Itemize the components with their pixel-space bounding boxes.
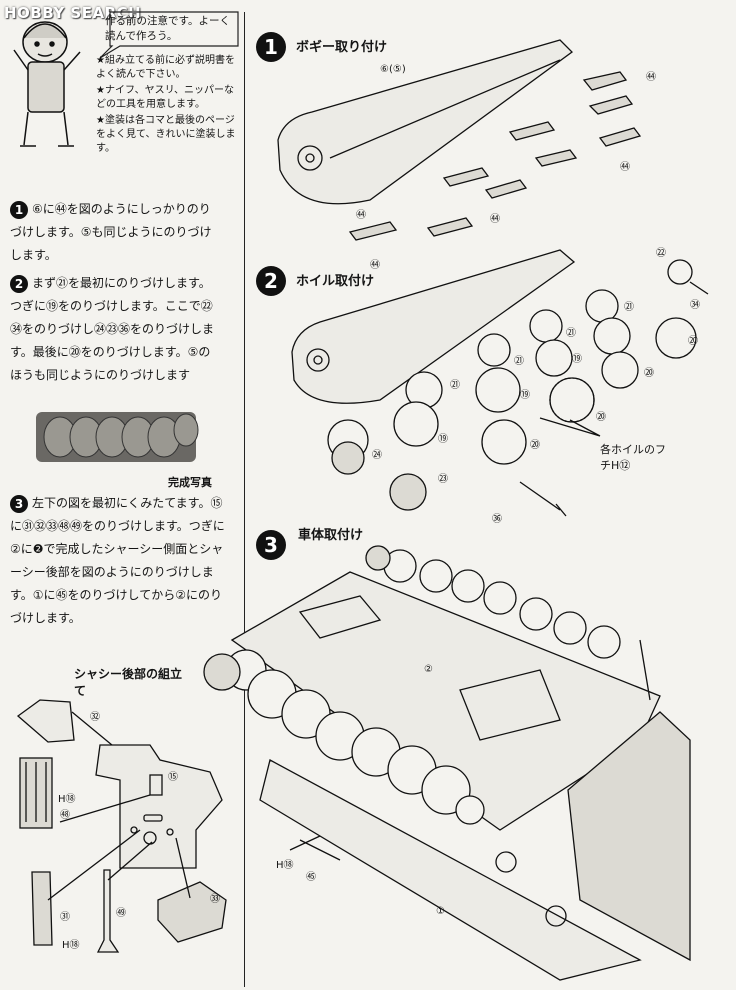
instruction-text: 左下の図を最初にくみたてます。⑮に㉛㉜㉝㊽㊾をのりづけします。つぎに②に❷で完成… <box>10 496 225 625</box>
step-2-title: ホイル取付け <box>296 274 375 289</box>
part-label: H⑱ <box>62 940 80 951</box>
step-number: 1 <box>10 200 28 219</box>
part-label: ⑥(⑤) <box>380 64 406 75</box>
notice-bullet: ★ナイフ、ヤスリ、ニッパーなどの工具を用意します。 <box>96 85 234 110</box>
part-label: ㊹ <box>646 72 656 83</box>
step-3-title: 車体取付け <box>298 528 364 543</box>
step-number: 2 <box>10 274 28 293</box>
part-label: ㉞ <box>690 300 700 311</box>
part-label: ㉔ <box>372 450 382 461</box>
part-label: ⑳ <box>530 440 540 451</box>
part-label: ㉝ <box>210 894 220 905</box>
part-label: ㉒ <box>656 248 666 259</box>
part-label: ㊺ <box>306 872 316 883</box>
wheel-rim-note: 各ホイルのフチH⑫ <box>600 443 666 472</box>
part-label: ㉓ <box>438 474 448 485</box>
part-label: ㉑ <box>566 328 576 339</box>
part-label: ㉛ <box>60 912 70 923</box>
part-label: ⑮ <box>168 772 178 783</box>
notice-bullet: ★塗装は各コマと最後のページをよく見て、きれいに塗装します。 <box>96 115 236 154</box>
photo-caption: 完成写真 <box>168 476 212 489</box>
part-label: ⑳ <box>644 368 654 379</box>
part-label: ⑲ <box>572 354 582 365</box>
part-label: ㊹ <box>490 214 500 225</box>
part-label: H⑱ <box>276 860 294 871</box>
part-label: ⑲ <box>520 390 530 401</box>
part-label: ⑳ <box>596 412 606 423</box>
step-1-title: ボギー取り付け <box>296 40 388 55</box>
part-label: ㊾ <box>116 908 126 919</box>
part-label: ㊽ <box>60 810 70 821</box>
part-label: ㉑ <box>514 356 524 367</box>
part-label: ㉑ <box>624 302 634 313</box>
part-label: ㊹ <box>356 210 366 221</box>
column-divider <box>244 12 245 987</box>
part-label: ㊹ <box>370 260 380 271</box>
part-label: ㊹ <box>620 162 630 173</box>
step-2-number: 2 <box>256 266 286 296</box>
notice-text: 作る前の注意です。よーく読んで作ろう。 <box>105 15 230 42</box>
step-3-number: 3 <box>256 530 286 560</box>
instruction-text: ⑥に㊹を図のようにしっかりのりづけします。⑤も同じようにのりづけします。 <box>10 202 212 262</box>
part-label: ② <box>424 664 433 675</box>
step-number: 3 <box>10 494 28 513</box>
sub-assembly-title: シャシー後部の組立て <box>74 667 183 698</box>
part-label: ㉜ <box>90 712 100 723</box>
part-label: ⑳ <box>688 336 698 347</box>
part-label: ① <box>436 906 445 917</box>
notice-bullet: ★組み立てる前に必ず説明書をよく読んで下さい。 <box>96 55 235 80</box>
part-label: ㊱ <box>492 514 502 525</box>
part-label: H⑱ <box>58 794 76 805</box>
instruction-text: まず㉑を最初にのりづけします。つぎに⑲をのりづけします。ここで㉒㉞をのりづけし㉔… <box>10 276 215 382</box>
part-label: ㉑ <box>450 380 460 391</box>
step-1-number: 1 <box>256 32 286 62</box>
part-label: ⑲ <box>438 434 448 445</box>
notice-bullets: ★組み立てる前に必ず説明書をよく読んで下さい。 ★ナイフ、ヤスリ、ニッパーなどの… <box>96 54 236 158</box>
